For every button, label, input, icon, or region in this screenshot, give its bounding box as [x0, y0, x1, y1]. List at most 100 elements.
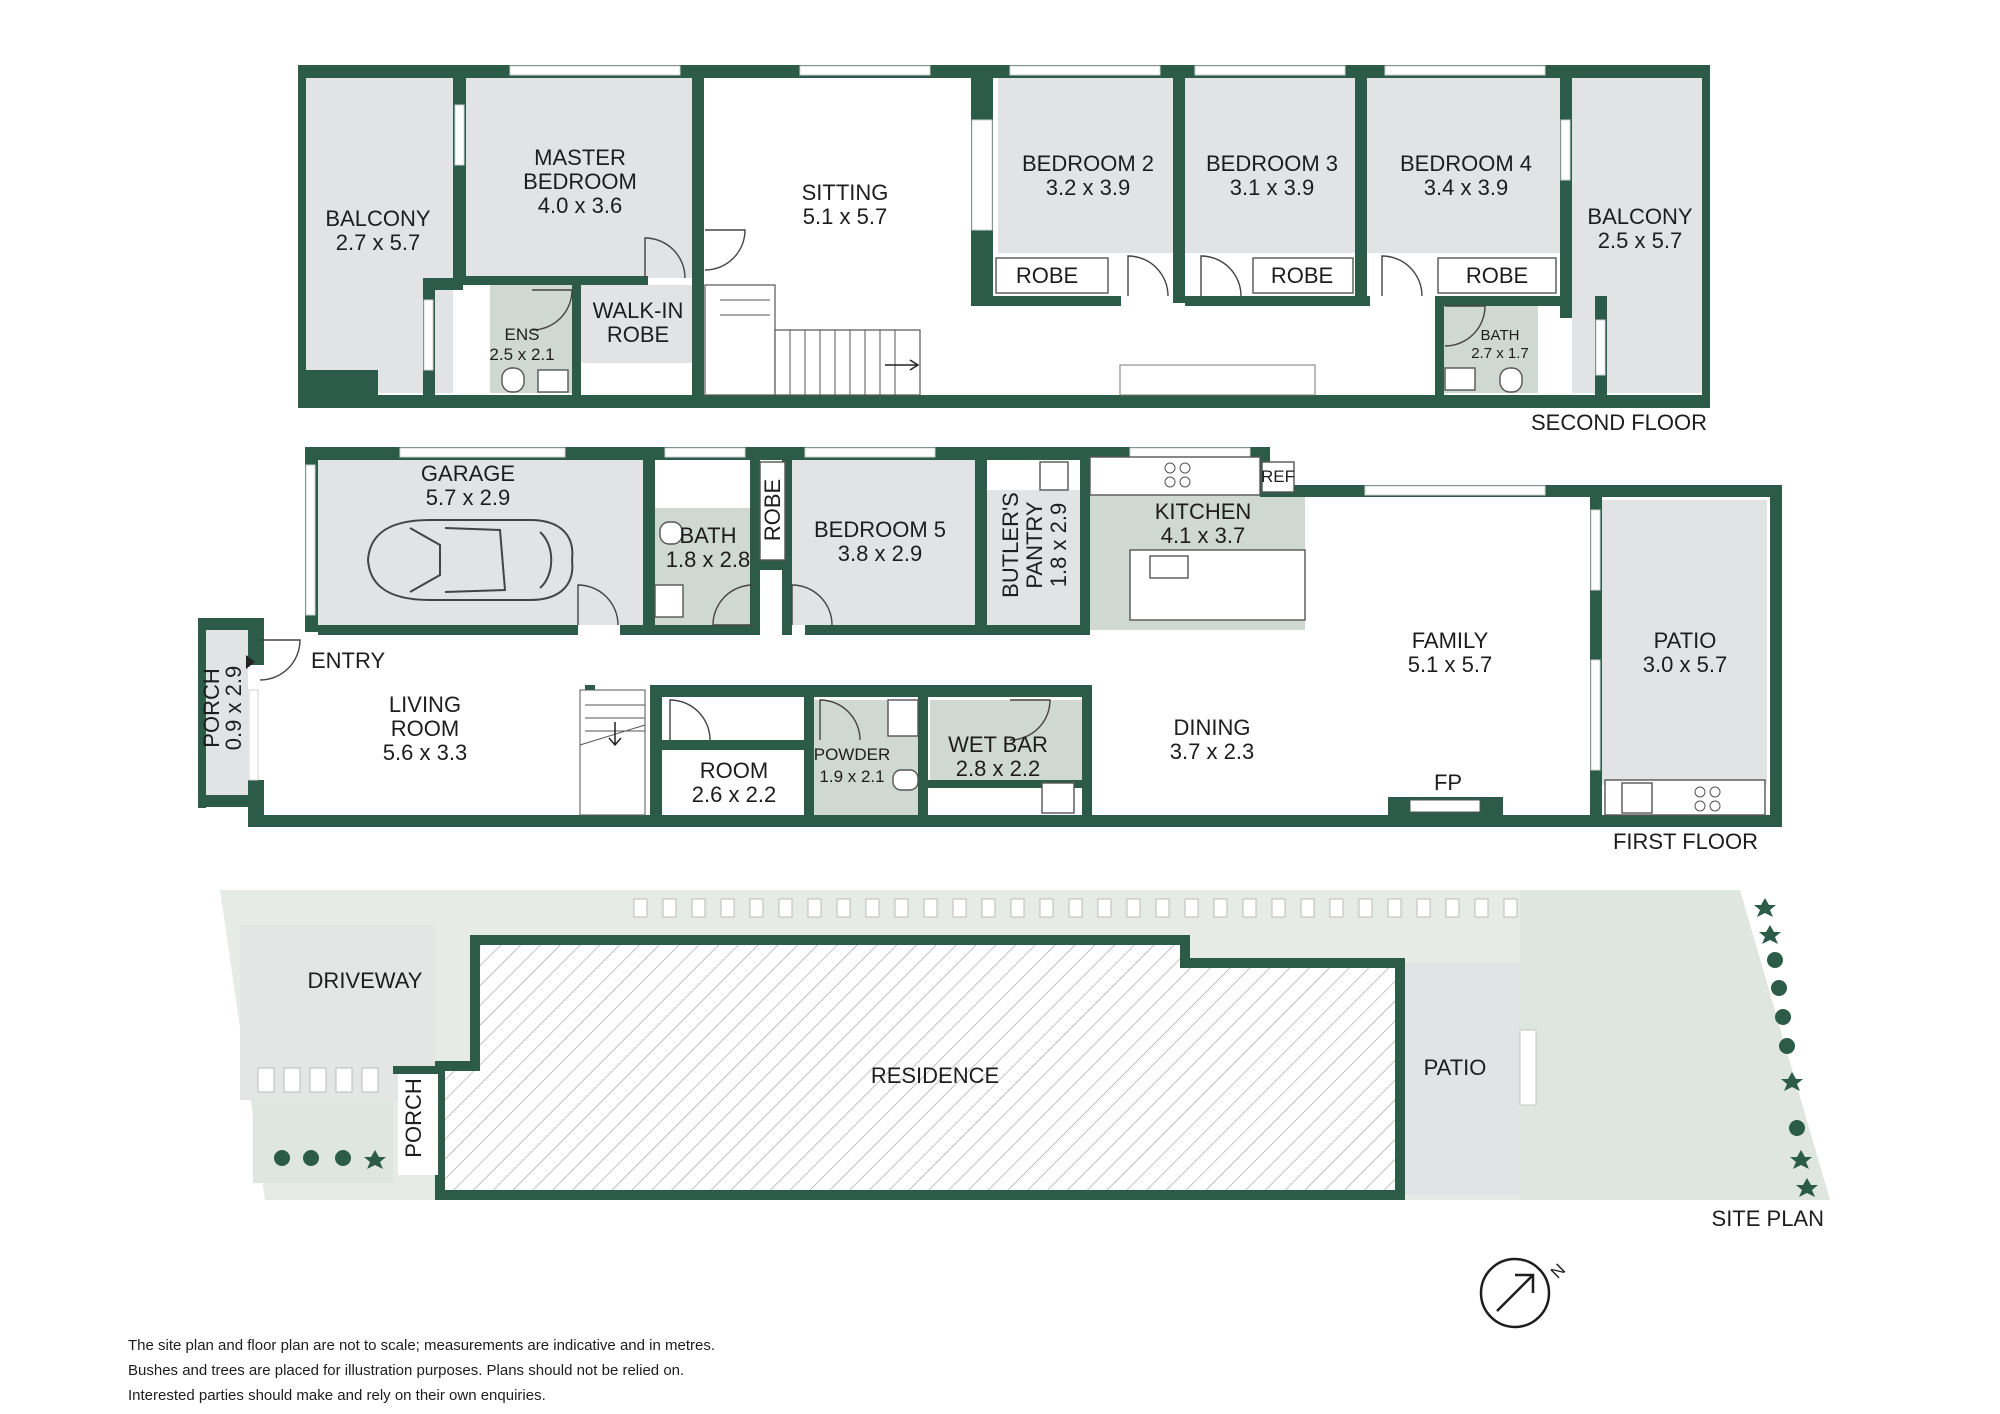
- patio-area: [1602, 500, 1767, 785]
- patio-label: PATIO: [1654, 628, 1717, 653]
- first-floor: GARAGE 5.7 x 2.9 BATH 1.8 x 2.8 ROBE BED…: [198, 447, 1782, 854]
- bedroom2-label: BEDROOM 2: [1022, 151, 1154, 176]
- bedroom3-dims: 3.1 x 3.9: [1230, 175, 1314, 200]
- bedroom3-area: [1185, 78, 1355, 253]
- bedroom2-area: [998, 78, 1173, 253]
- second-bath-dims: 2.7 x 1.7: [1471, 345, 1529, 362]
- balcony-left-label: BALCONY: [325, 206, 430, 231]
- paver-strip: [257, 898, 1518, 1093]
- walk-in-robe-area: [580, 285, 692, 363]
- powder-label: POWDER: [814, 745, 891, 764]
- walk-in-robe-label-1: WALK-IN: [593, 298, 684, 323]
- master-bedroom-label-2: BEDROOM: [523, 169, 637, 194]
- ensuite-label: ENS: [505, 325, 540, 344]
- family-dims: 5.1 x 5.7: [1408, 652, 1492, 677]
- wet-bar-label: WET BAR: [948, 732, 1048, 757]
- sitting-dims: 5.1 x 5.7: [803, 204, 887, 229]
- wet-bar-area: [930, 700, 1082, 785]
- wet-bar-dims: 2.8 x 2.2: [956, 756, 1040, 781]
- bedroom4-label: BEDROOM 4: [1400, 151, 1532, 176]
- second-floor-stair: [704, 284, 1316, 396]
- site-plan: DRIVEWAY PORCH RESIDENCE PATIO SITE PLAN: [220, 890, 1830, 1231]
- living-room-label-1: LIVING: [389, 692, 461, 717]
- disclaimer: The site plan and floor plan are not to …: [128, 1337, 715, 1404]
- first-bath-label: BATH: [679, 523, 736, 548]
- robe-label-3: ROBE: [1466, 263, 1528, 288]
- first-floor-caption: FIRST FLOOR: [1613, 829, 1758, 854]
- first-robe-label: ROBE: [760, 479, 785, 541]
- first-bath-dims: 1.8 x 2.8: [666, 547, 750, 572]
- second-floor-caption: SECOND FLOOR: [1531, 410, 1707, 435]
- site-porch-label: PORCH: [401, 1078, 426, 1157]
- living-room-label-2: ROOM: [391, 716, 459, 741]
- site-plan-caption: SITE PLAN: [1712, 1206, 1824, 1231]
- bedroom4-dims: 3.4 x 3.9: [1424, 175, 1508, 200]
- balcony-left-dims: 2.7 x 5.7: [336, 230, 420, 255]
- entry-label: ENTRY: [311, 648, 385, 673]
- living-room-dims: 5.6 x 3.3: [383, 740, 467, 765]
- powder-dims: 1.9 x 2.1: [819, 767, 884, 786]
- dining-label: DINING: [1174, 715, 1251, 740]
- master-bedroom-label-1: MASTER: [534, 145, 626, 170]
- second-bath-label: BATH: [1481, 327, 1520, 344]
- family-label: FAMILY: [1412, 628, 1489, 653]
- shrub-icons: [274, 898, 1818, 1197]
- ref-label: REF: [1261, 467, 1295, 486]
- residence-outline: [435, 935, 1405, 1200]
- site-garden: [1520, 890, 1830, 1200]
- pantry-area: [985, 490, 1090, 625]
- disclaimer-line-3: Interested parties should make and rely …: [128, 1387, 546, 1404]
- robe-label-2: ROBE: [1271, 263, 1333, 288]
- dining-dims: 3.7 x 2.3: [1170, 739, 1254, 764]
- robe-units: [995, 257, 1557, 294]
- residence-label: RESIDENCE: [871, 1063, 999, 1088]
- master-bedroom-area: [466, 78, 696, 278]
- car-icon: [366, 519, 574, 601]
- disclaimer-line-2: Bushes and trees are placed for illustra…: [128, 1362, 684, 1379]
- bedroom4-area: [1365, 78, 1560, 253]
- room-dims: 2.6 x 2.2: [692, 782, 776, 807]
- second-floor-doors: [531, 229, 1486, 347]
- master-bedroom-dims: 4.0 x 3.6: [538, 193, 622, 218]
- pantry-dims: 1.8 x 2.9: [1046, 503, 1071, 587]
- second-floor: BALCONY 2.7 x 5.7 MASTER BEDROOM 4.0 x 3…: [298, 65, 1710, 435]
- fp-label: FP: [1434, 770, 1462, 795]
- porch-dims: 0.9 x 2.9: [221, 666, 246, 750]
- front-lawn: [253, 1098, 393, 1183]
- site-patio-area: [1405, 963, 1520, 1195]
- site-patio-step: [1519, 1029, 1537, 1106]
- kitchen-label: KITCHEN: [1155, 499, 1252, 524]
- porch-area: [200, 618, 248, 798]
- disclaimer-line-1: The site plan and floor plan are not to …: [128, 1337, 715, 1354]
- first-floor-windows: [248, 447, 1601, 781]
- room-label: ROOM: [700, 758, 768, 783]
- bedroom2-dims: 3.2 x 3.9: [1046, 175, 1130, 200]
- ensuite-dims: 2.5 x 2.1: [489, 345, 554, 364]
- second-floor-fixtures: [501, 367, 1523, 393]
- site-porch-area: [398, 1070, 438, 1175]
- porch-label: PORCH: [199, 668, 224, 747]
- north-label: N: [1547, 1260, 1569, 1282]
- kitchen-dims: 4.1 x 3.7: [1161, 523, 1245, 548]
- garage-dims: 5.7 x 2.9: [426, 485, 510, 510]
- robe-label-1: ROBE: [1016, 263, 1078, 288]
- first-floor-doors: [246, 584, 1051, 741]
- bedroom5-label: BEDROOM 5: [814, 517, 946, 542]
- walk-in-robe-label-2: ROBE: [607, 322, 669, 347]
- north-arrow-icon: N: [1479, 1257, 1569, 1329]
- bedroom5-dims: 3.8 x 2.9: [838, 541, 922, 566]
- sitting-label: SITTING: [802, 180, 889, 205]
- residence-footprint: [440, 940, 1400, 1195]
- balcony-right-dims: 2.5 x 5.7: [1598, 228, 1682, 253]
- pantry-label-2: PANTRY: [1022, 501, 1047, 589]
- bedroom3-label: BEDROOM 3: [1206, 151, 1338, 176]
- first-floor-stair: [579, 689, 646, 816]
- first-floor-fixtures: [654, 456, 1766, 816]
- balcony-right-label: BALCONY: [1587, 204, 1692, 229]
- balcony-right-area: [1572, 78, 1707, 393]
- garage-label: GARAGE: [421, 461, 515, 486]
- site-patio-label: PATIO: [1424, 1055, 1487, 1080]
- second-floor-windows: [423, 65, 1606, 376]
- pantry-label-1: BUTLER'S: [998, 492, 1023, 598]
